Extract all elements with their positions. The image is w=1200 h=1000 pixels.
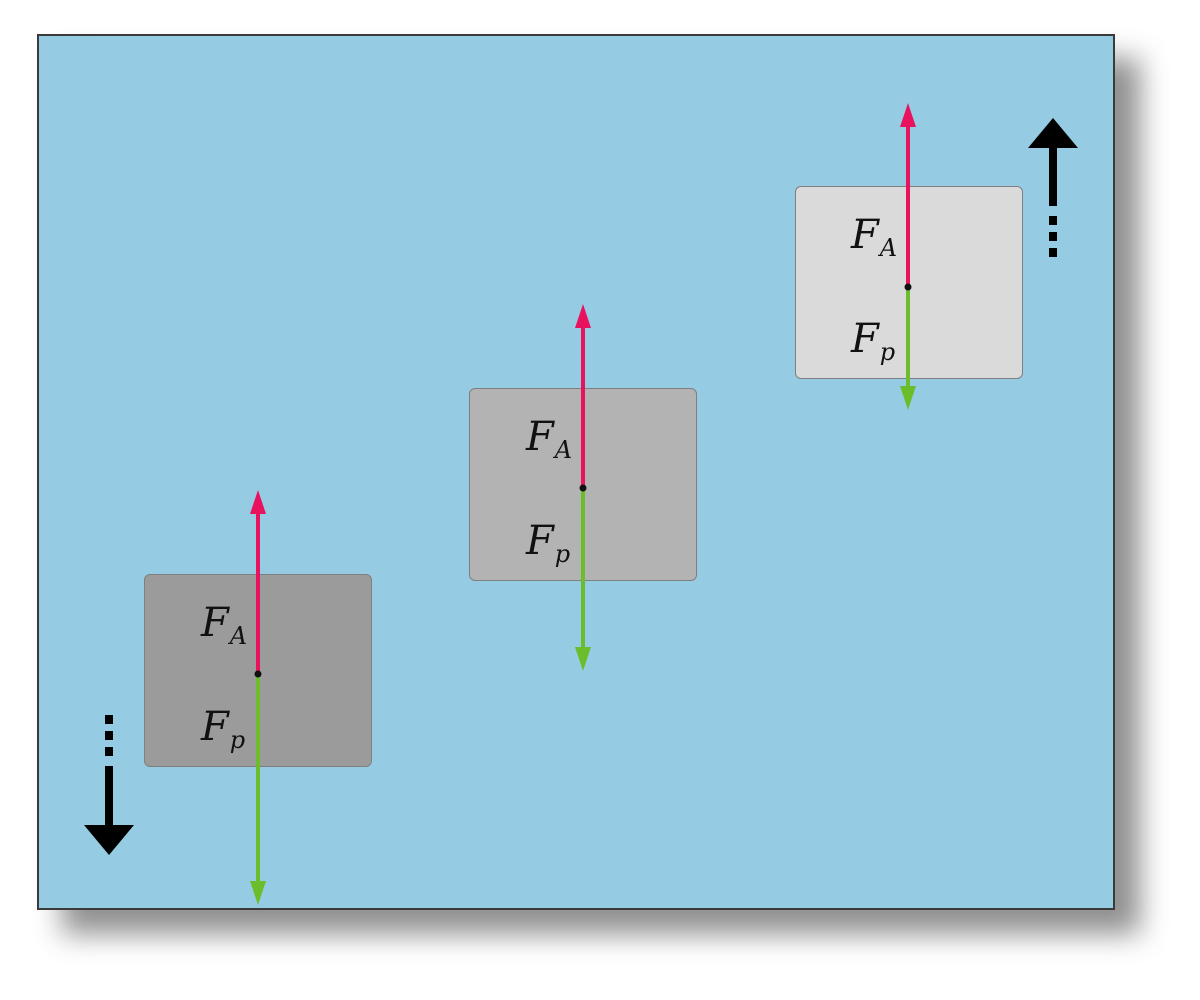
buoyant-force-label-middle: FA bbox=[526, 414, 573, 464]
buoyant-force-arrowhead-bottom bbox=[250, 490, 266, 514]
center-point-bottom bbox=[254, 670, 262, 678]
weight-force-arrowhead-top bbox=[900, 386, 916, 410]
weight-force-arrowhead-bottom bbox=[250, 881, 266, 905]
arrow-up-icon bbox=[1028, 118, 1078, 257]
buoyant-force-arrowhead-middle bbox=[575, 304, 591, 328]
weight-force-label-middle: Fp bbox=[526, 518, 571, 568]
weight-force-arrowhead-middle bbox=[575, 647, 591, 671]
arrow-down-icon bbox=[84, 715, 134, 855]
weight-force-label-bottom: Fp bbox=[201, 704, 246, 754]
center-point-top bbox=[904, 283, 912, 291]
buoyant-force-label-top: FA bbox=[851, 212, 898, 262]
buoyant-force-arrowhead-top bbox=[900, 103, 916, 127]
buoyant-force-label-bottom: FA bbox=[201, 600, 248, 650]
center-point-middle bbox=[579, 484, 587, 492]
weight-force-label-top: Fp bbox=[851, 316, 896, 366]
